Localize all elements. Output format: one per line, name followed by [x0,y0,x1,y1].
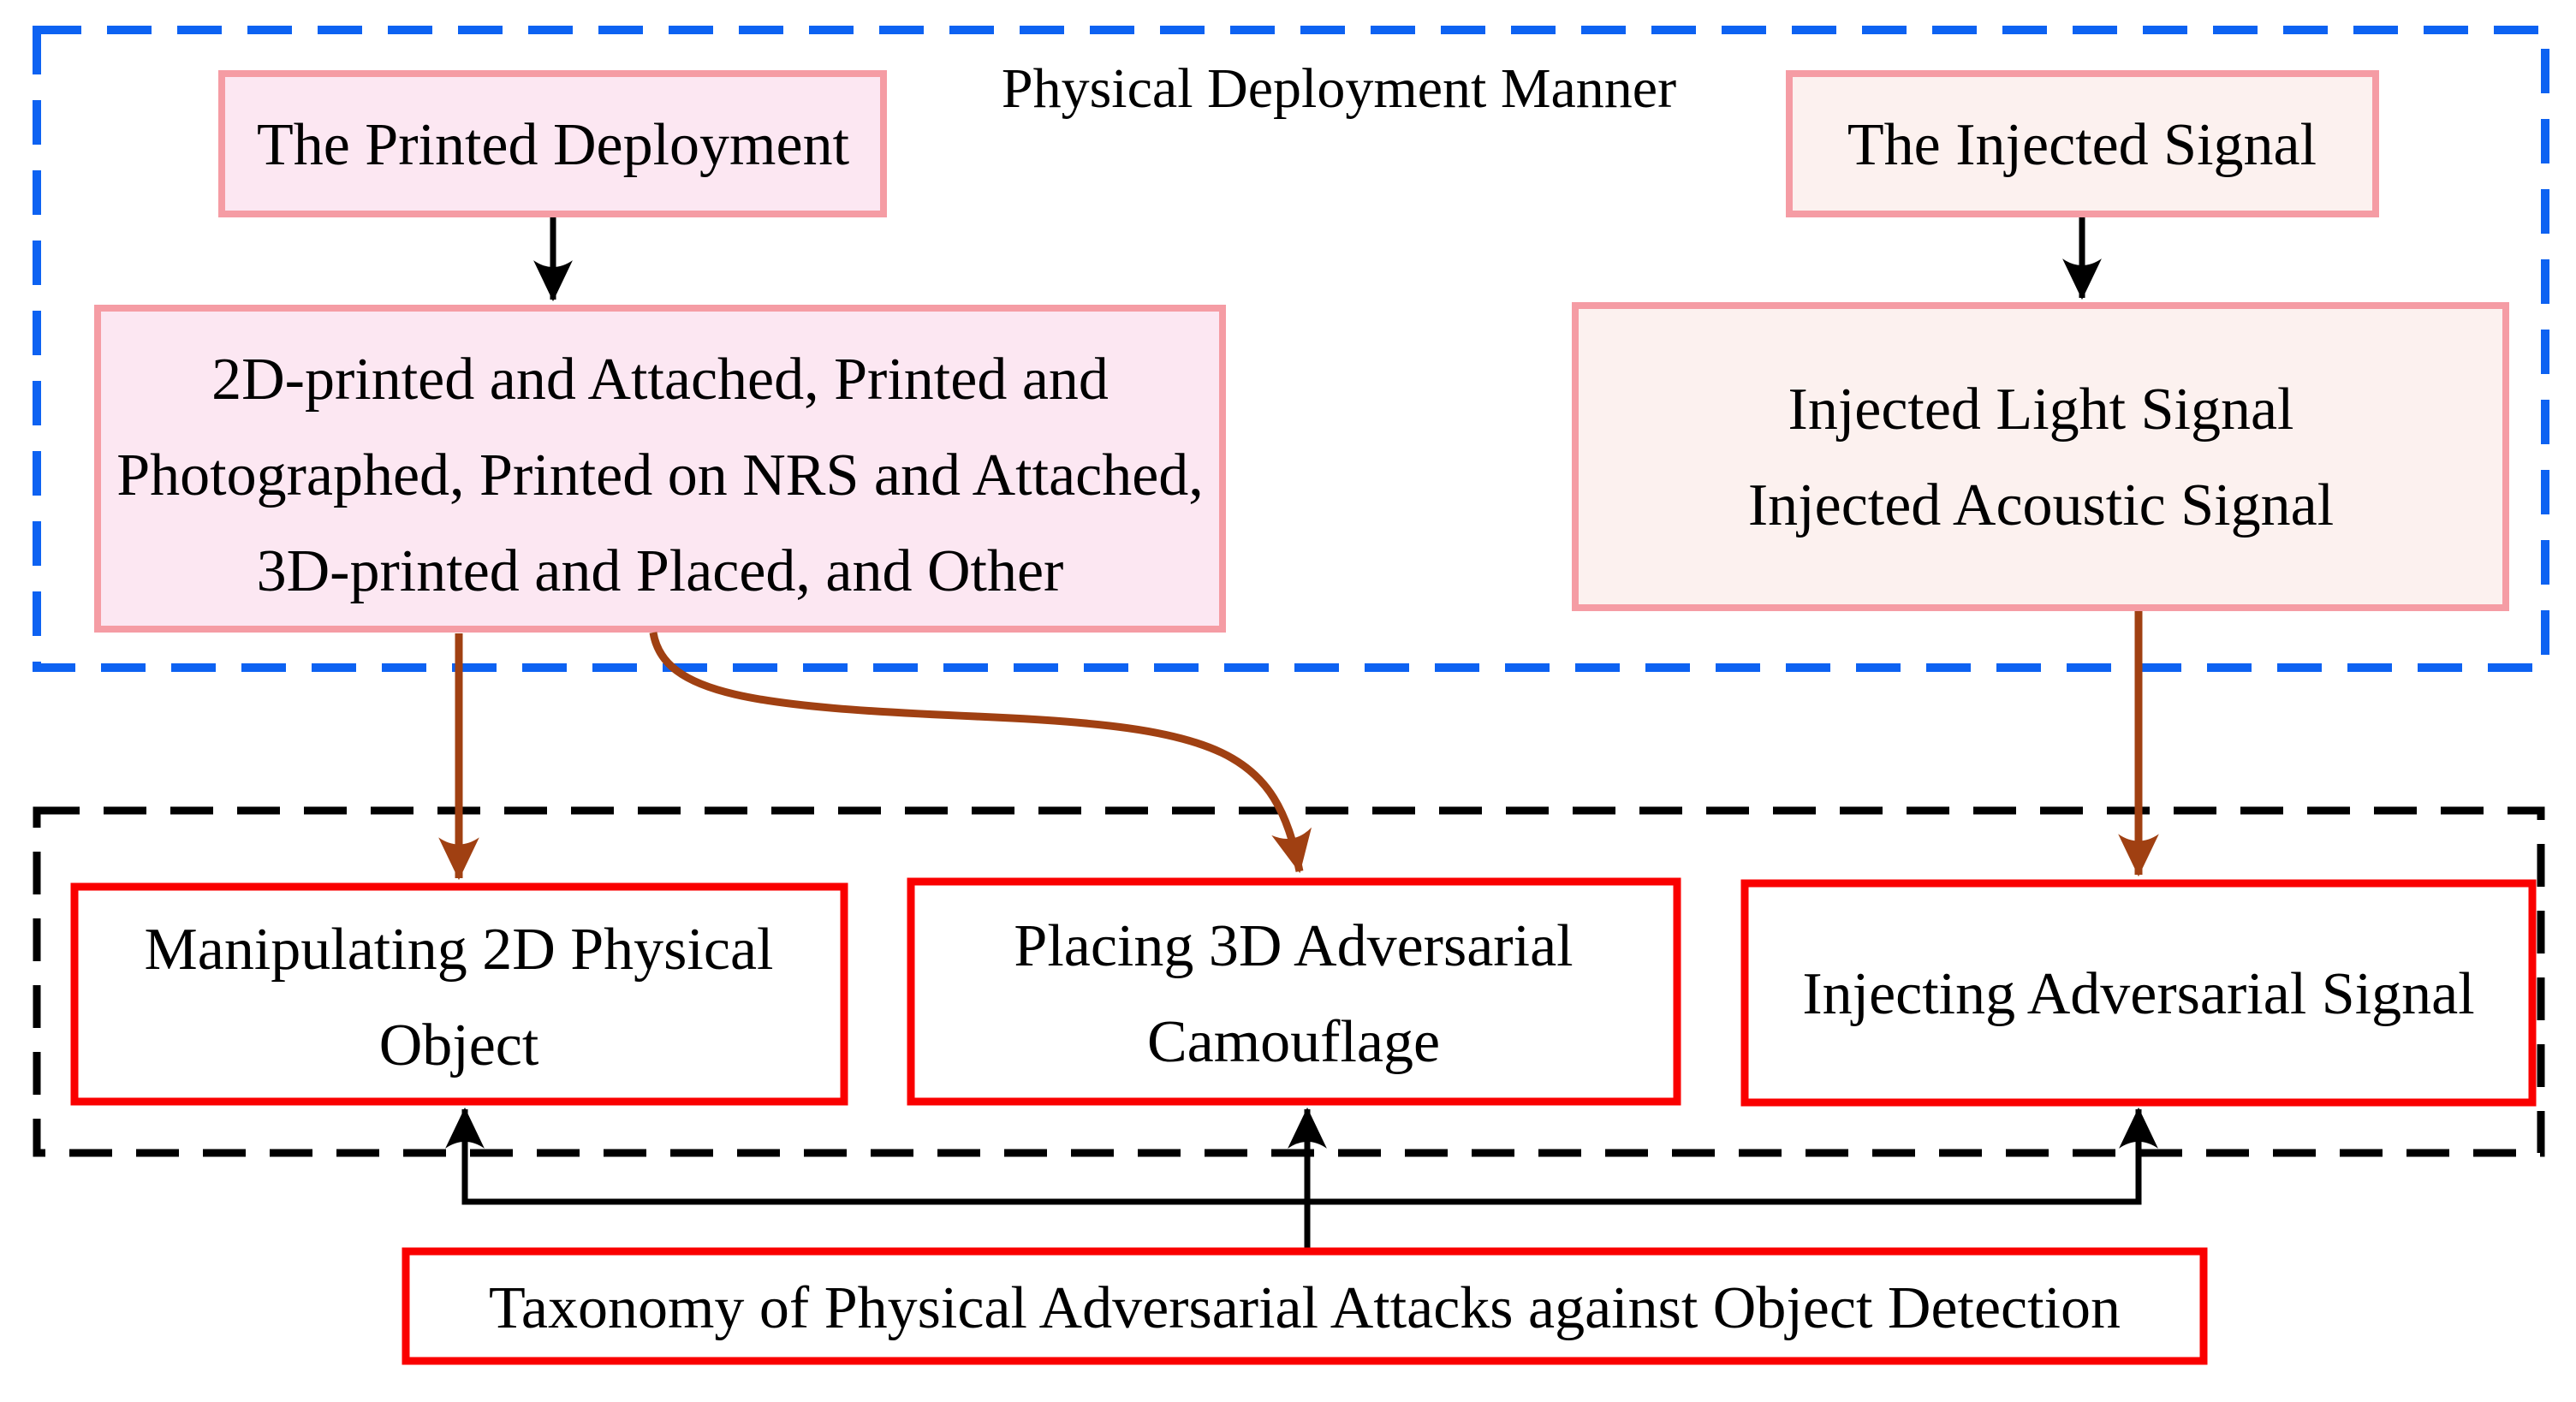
printed-deployment-box [218,70,887,217]
diagram-title: Physical Deployment Manner [1002,57,1676,120]
placing-3d-line-1: Placing 3D Adversarial [1014,913,1573,979]
physical-deployment-manner-dashed-frame [33,26,2549,672]
manipulating-2d-line-1: Manipulating 2D Physical [145,917,774,983]
taxonomy-to-manipulating-arrow [445,1107,1307,1205]
injected-methods-box [1572,302,2509,611]
taxonomy-to-injecting-arrow [1307,1107,2158,1205]
printed-methods-line-1: 2D-printed and Attached, Printed and [211,347,1109,413]
placing-3d-line-2: Camouflage [1147,1009,1440,1075]
taxonomy-label: Taxonomy of Physical Adversarial Attacks… [489,1275,2121,1341]
printed-deployment-label: The Printed Deployment [257,112,850,178]
injecting-signal-label: Injecting Adversarial Signal [1802,961,2474,1027]
printed-methods-line-2: Photographed, Printed on NRS and Attache… [116,443,1204,508]
injected-methods-line-2: Injected Acoustic Signal [1748,472,2334,538]
attack-types-dashed-frame [33,806,2545,1157]
taxonomy-box [402,1247,2208,1365]
injected-signal-label: The Injected Signal [1847,112,2317,178]
injected-methods-line-1: Injected Light Signal [1788,377,2294,443]
printed-methods-line-3: 3D-printed and Placed, and Other [257,538,1064,604]
printed-to-placing-curved-arrow [649,632,1312,874]
placing-3d-box [907,877,1681,1106]
manipulating-2d-line-2: Object [379,1013,539,1078]
injecting-signal-box [1740,879,2537,1107]
injected-signal-box [1786,70,2379,217]
manipulating-2d-box [70,882,848,1106]
printed-methods-box [94,305,1226,633]
